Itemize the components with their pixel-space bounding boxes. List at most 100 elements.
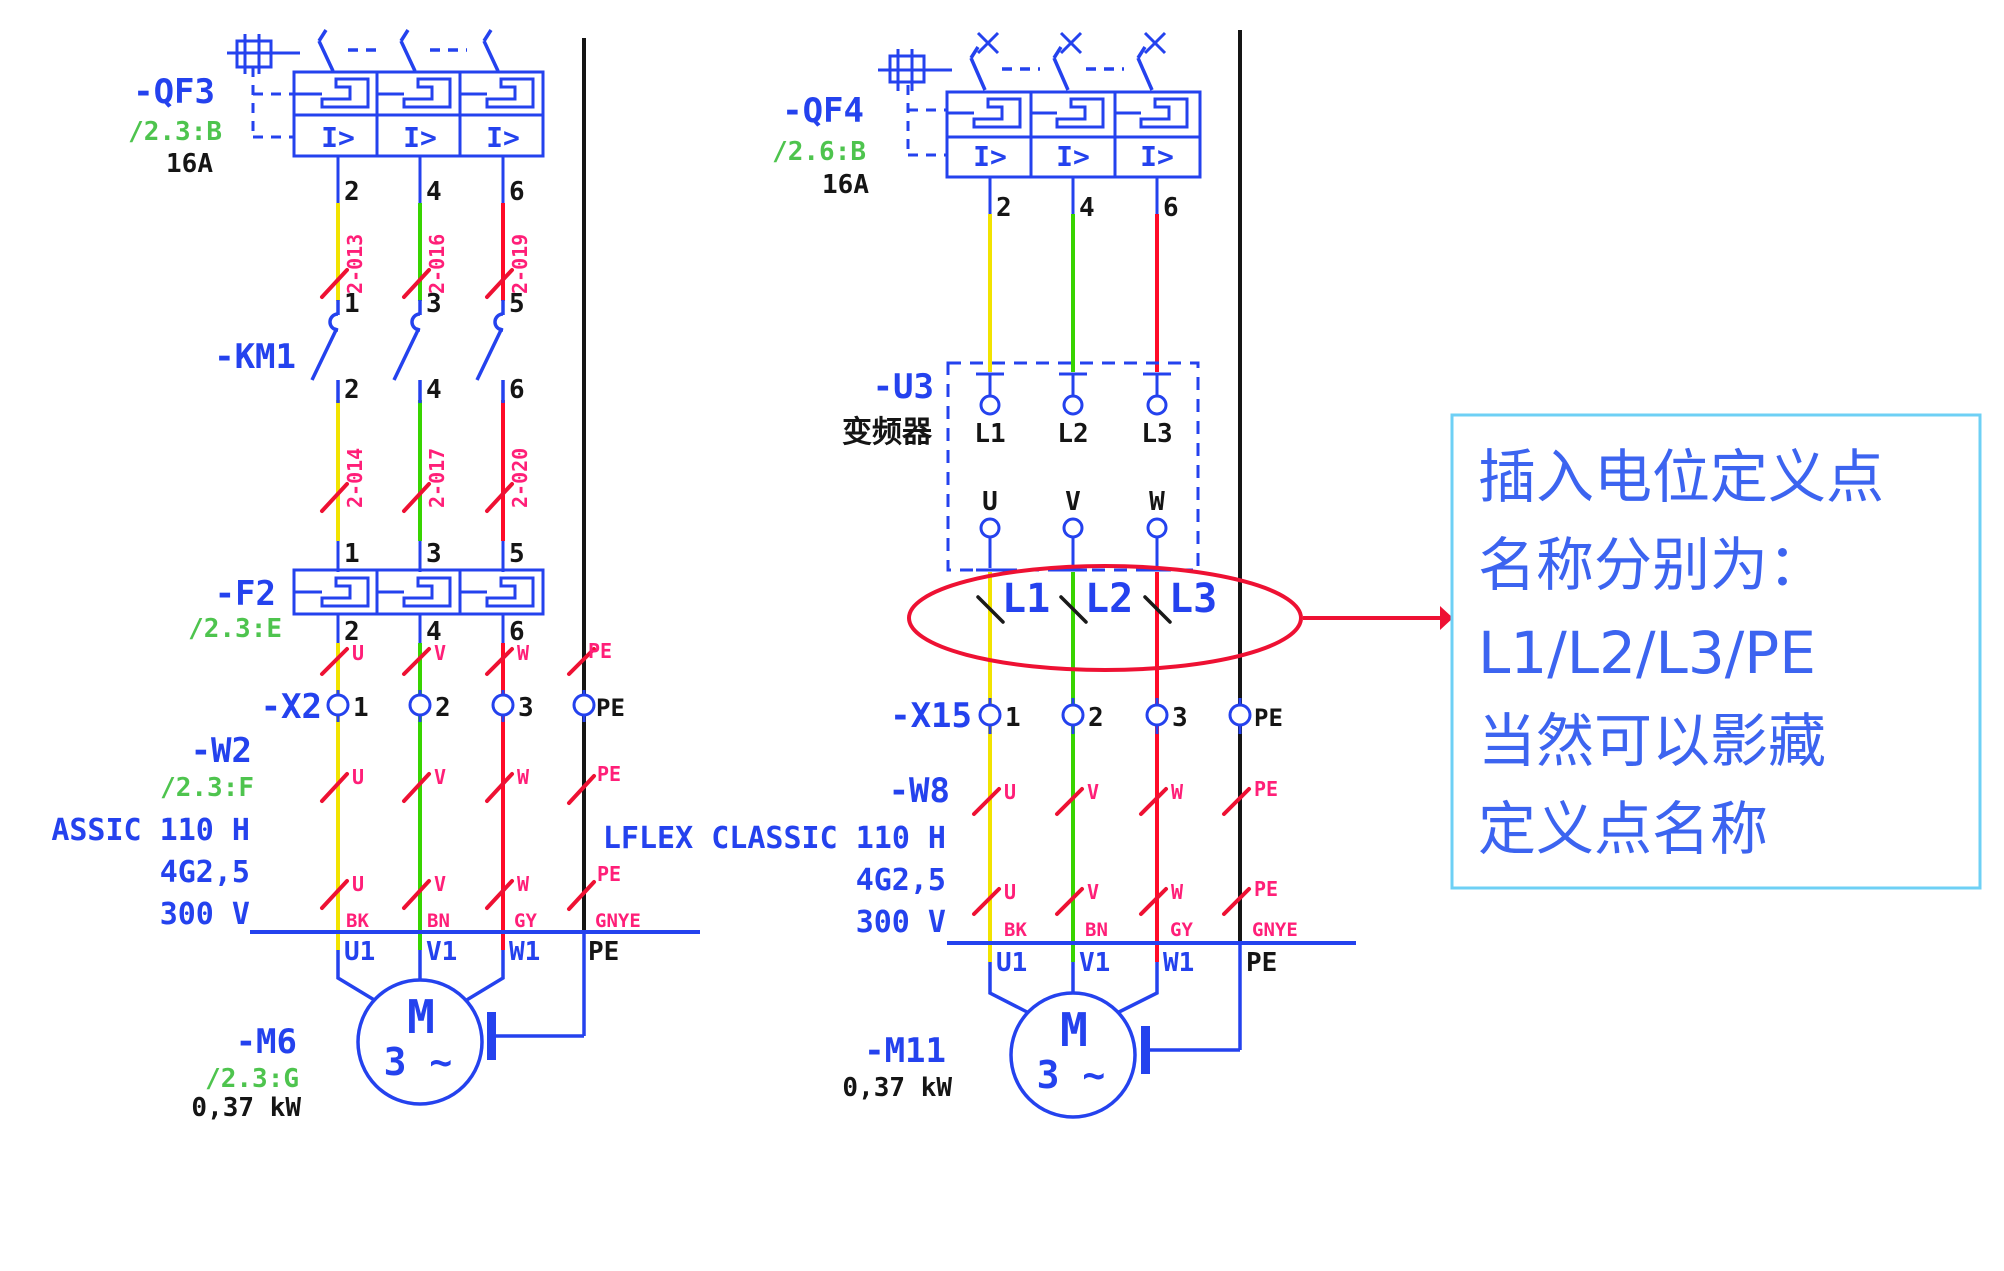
km1-out-4: 4 (426, 375, 442, 405)
u3-output-terminals (976, 517, 1171, 572)
left-marks-row1: U V W PE (320, 639, 612, 676)
qf3-release-3: I> (486, 121, 520, 154)
motor-m6: M 3 ~ -M6 /2.3:G 0,37 kW (191, 950, 505, 1123)
qf4-supply-symbol (878, 49, 952, 91)
qf4-out-4: 4 (1079, 193, 1095, 223)
motor-m11: M 3 ~ -M11 0,37 kW (842, 962, 1159, 1119)
u3-out-v: V (1065, 487, 1081, 517)
x15-3: 3 (1172, 703, 1188, 733)
motor-term-v1: V1 (1079, 948, 1110, 978)
w8-spec-voltage: 300 V (856, 905, 946, 940)
f2-out-2: 2 (344, 617, 360, 647)
cable-w2: -W2 /2.3:F ASSIC 110 H 4G2,5 300 V (51, 731, 700, 934)
motor-term-u1: U1 (344, 937, 375, 967)
m11-tag: -M11 (864, 1031, 946, 1071)
motor-circle (356, 978, 484, 1106)
callout-box (1450, 413, 1982, 890)
mark-v: V (434, 872, 446, 896)
motor-ground-bar (487, 1012, 496, 1060)
f2-body (292, 541, 545, 643)
mark-v: V (1087, 880, 1099, 904)
highlight-ellipse (907, 564, 1303, 672)
km1-in-5: 5 (509, 289, 525, 319)
left-marks-row2: U V W PE (320, 762, 621, 805)
core-gnye: GNYE (1252, 919, 1298, 941)
qf4-out-6: 6 (1163, 193, 1179, 223)
qf4-tag: -QF4 (782, 91, 864, 131)
potential-l1: L1 (1002, 576, 1050, 622)
circuit-breaker-qf4: I> I> I> -QF4 /2.6:B 16A 2 4 6 (772, 31, 1202, 223)
motor-phase: 3 ~ (1037, 1053, 1106, 1097)
core-bk: BK (346, 910, 369, 932)
w8-tag: -W8 (889, 771, 950, 811)
x15-2: 2 (1088, 703, 1104, 733)
right-pe-conductor (1141, 30, 1242, 1074)
f2-in-5: 5 (509, 539, 525, 569)
annotation: 插入电位定义点 名称分别为： L1/L2/L3/PE 当然可以影藏 定义点名称 (907, 413, 1982, 890)
w2-spec-type: ASSIC 110 H (51, 813, 250, 848)
right-motor-terminals: U1 V1 W1 PE (996, 948, 1277, 978)
qf3-out-6: 6 (509, 177, 525, 207)
m11-power: 0,37 kW (842, 1073, 952, 1103)
motor-term-w1: W1 (1163, 948, 1194, 978)
qf3-xref: /2.3:B (128, 117, 222, 147)
qf3-rating: 16A (166, 149, 213, 179)
left-motor-terminals: U1 V1 W1 PE (344, 937, 619, 967)
motor-term-v1: V1 (426, 937, 457, 967)
terminal-strip-x15: -X15 1 2 3 PE (890, 696, 1283, 736)
core-gnye: GNYE (595, 910, 641, 932)
u3-subtitle: 变频器 (842, 415, 933, 450)
f2-in-3: 3 (426, 539, 442, 569)
mark-v: V (1087, 780, 1099, 804)
mark-u: U (1004, 780, 1016, 804)
callout-line-5: 定义点名称 (1478, 795, 1768, 863)
frequency-converter-u3: -U3 变频器 L1 L2 L3 U V W (842, 361, 1200, 572)
motor-term-pe: PE (1246, 948, 1277, 978)
motor-phase: 3 ~ (384, 1040, 453, 1084)
qf3-operating-levers (317, 29, 500, 72)
motor-letter: M (407, 990, 435, 1044)
core-bn: BN (1085, 919, 1108, 941)
wire-label-2-014: 2-014 (343, 448, 367, 508)
u3-in-l2: L2 (1057, 419, 1088, 449)
qf4-release-2: I> (1056, 140, 1090, 173)
f2-in-1: 1 (344, 539, 360, 569)
circuit-breaker-qf3: I> I> I> -QF3 /2.3:B 16A 2 4 6 (128, 29, 545, 207)
f2-out-4: 4 (426, 617, 442, 647)
overload-relay-f2: -F2 /2.3:E 1 3 5 2 4 6 (188, 539, 545, 647)
left-wire-labels-lower: 2-014 2-017 2-020 (320, 448, 532, 513)
cable-w8: -W8 LFLEX CLASSIC 110 H 4G2,5 300 V (603, 771, 1356, 945)
qf4-out-2: 2 (996, 193, 1012, 223)
core-bk: BK (1004, 919, 1027, 941)
callout-line-2: 名称分别为： (1478, 531, 1826, 599)
qf4-operating-levers (969, 46, 1154, 91)
callout-line-1: 插入电位定义点 (1478, 443, 1884, 511)
left-core-colors: BK BN GY GNYE (346, 910, 641, 932)
wire-label-2-020: 2-020 (508, 448, 532, 508)
km1-in-1: 1 (344, 289, 360, 319)
u3-in-l3: L3 (1141, 419, 1172, 449)
km1-out-2: 2 (344, 375, 360, 405)
callout-line-3: L1/L2/L3/PE (1478, 619, 1816, 687)
motor-letter: M (1060, 1003, 1088, 1057)
core-bn: BN (427, 910, 450, 932)
right-marks-row2: U V W PE (972, 877, 1278, 916)
terminal-strip-x2: -X2 1 2 3 PE (261, 687, 625, 727)
mark-w: W (517, 765, 530, 789)
u3-in-l1: L1 (974, 419, 1005, 449)
motor-term-u1: U1 (996, 948, 1027, 978)
x2-3: 3 (518, 693, 534, 723)
f2-xref: /2.3:E (188, 614, 282, 644)
qf4-release-1: I> (973, 140, 1007, 173)
left-circuit: I> I> I> -QF3 /2.3:B 16A 2 4 6 2-013 2-0… (51, 29, 700, 1123)
qf4-connection-crosses (976, 31, 1167, 55)
f2-tag: -F2 (215, 574, 276, 614)
right-core-colors: BK BN GY GNYE (1004, 919, 1298, 941)
callout-line-4: 当然可以影藏 (1478, 707, 1826, 775)
mark-v: V (434, 765, 446, 789)
mark-w: W (1171, 780, 1184, 804)
m6-tag: -M6 (236, 1022, 297, 1062)
qf4-body (945, 90, 1202, 214)
